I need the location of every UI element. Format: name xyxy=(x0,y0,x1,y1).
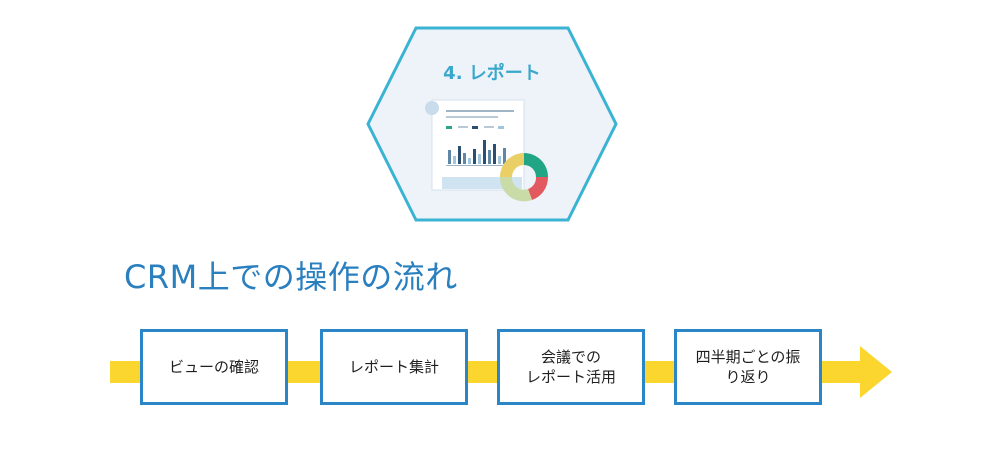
step-line: 四半期ごとの振 xyxy=(695,347,801,366)
step-line: ビューの確認 xyxy=(168,357,259,376)
step-line: 会議での xyxy=(540,347,601,366)
step-quarterly-review: 四半期ごとの振 り返り xyxy=(674,329,822,405)
step-line: レポート集計 xyxy=(348,357,439,376)
step-report-aggregation: レポート集計 xyxy=(320,329,468,405)
badge-label: 4. レポート xyxy=(443,62,541,84)
page-title: CRM上での操作の流れ xyxy=(124,258,458,296)
step-line: レポート活用 xyxy=(525,368,616,386)
report-document-icon xyxy=(425,99,549,202)
step-line: り返り xyxy=(725,368,771,386)
step-view-check: ビューの確認 xyxy=(140,329,288,405)
report-hexagon-badge: 4. レポート xyxy=(366,26,618,222)
process-flow-arrow xyxy=(110,346,892,398)
step-meeting-report-use: 会議での レポート活用 xyxy=(497,329,645,405)
